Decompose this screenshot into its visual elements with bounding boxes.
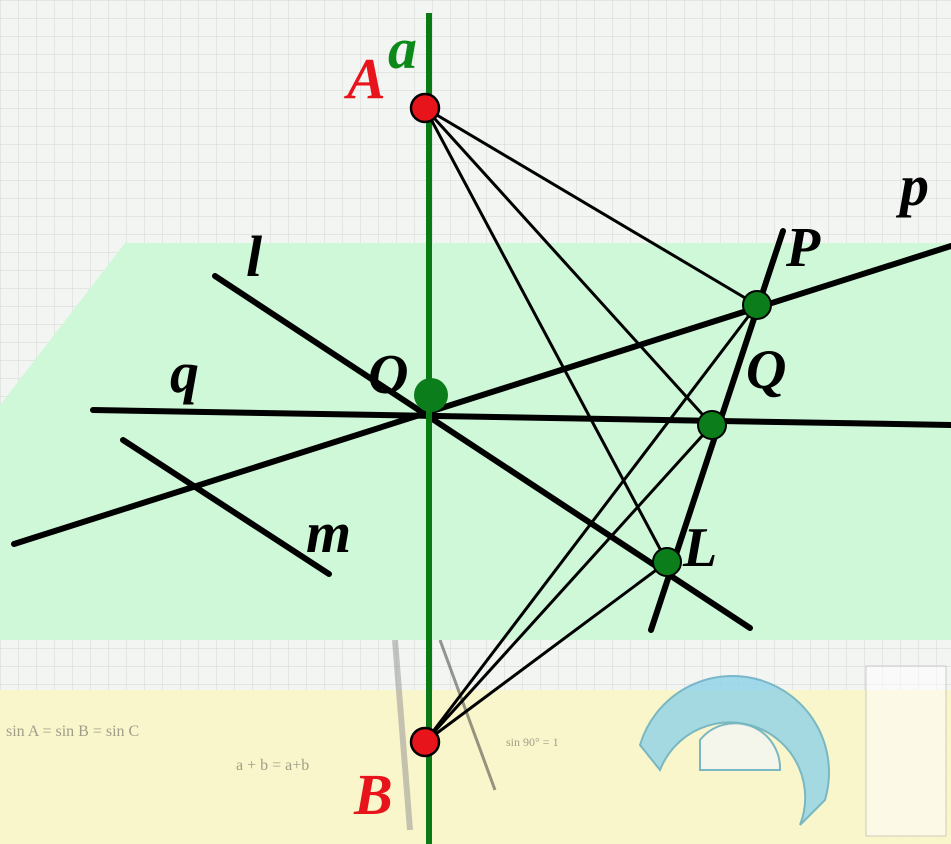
- label-q: q: [170, 340, 199, 405]
- segment-AP: [424, 106, 758, 307]
- line-m: [120, 437, 332, 577]
- label-O: O: [368, 344, 408, 406]
- segment-AQ: [423, 106, 714, 427]
- decorative-formula-small: sin 90° = 1: [506, 735, 559, 749]
- segment-BQ: [423, 423, 714, 744]
- line-p: [11, 243, 951, 547]
- decorative-note-card: [865, 665, 947, 837]
- label-P: P: [785, 217, 821, 279]
- point-B: [409, 726, 441, 758]
- decorative-formulas: sin A = sin B = sin C a + b = a+b sin 90…: [6, 639, 947, 837]
- label-B: B: [353, 762, 393, 827]
- decorative-formula-mid: a + b = a+b: [236, 757, 309, 774]
- plane: [0, 243, 951, 640]
- point-A: [409, 92, 441, 124]
- point-O: [414, 378, 448, 412]
- segment-BP: [423, 304, 759, 743]
- decorative-formula-left: sin A = sin B = sin C: [6, 723, 139, 740]
- line-q: [90, 407, 951, 428]
- segments: [423, 106, 759, 744]
- label-L: L: [682, 517, 717, 579]
- segment-BL: [424, 560, 668, 744]
- label-A: A: [344, 46, 386, 111]
- label-p: p: [895, 153, 929, 218]
- label-Q: Q: [746, 339, 786, 401]
- label-m: m: [306, 500, 351, 565]
- protractor-icon: [638, 675, 830, 826]
- point-P: [742, 290, 772, 320]
- point-Q: [697, 410, 727, 440]
- point-L: [652, 547, 682, 577]
- segment-AL: [423, 107, 669, 563]
- decorative-pencil: [392, 639, 413, 831]
- label-a: a: [388, 16, 417, 81]
- label-l: l: [246, 224, 263, 289]
- decorative-pencil-2: [438, 639, 497, 791]
